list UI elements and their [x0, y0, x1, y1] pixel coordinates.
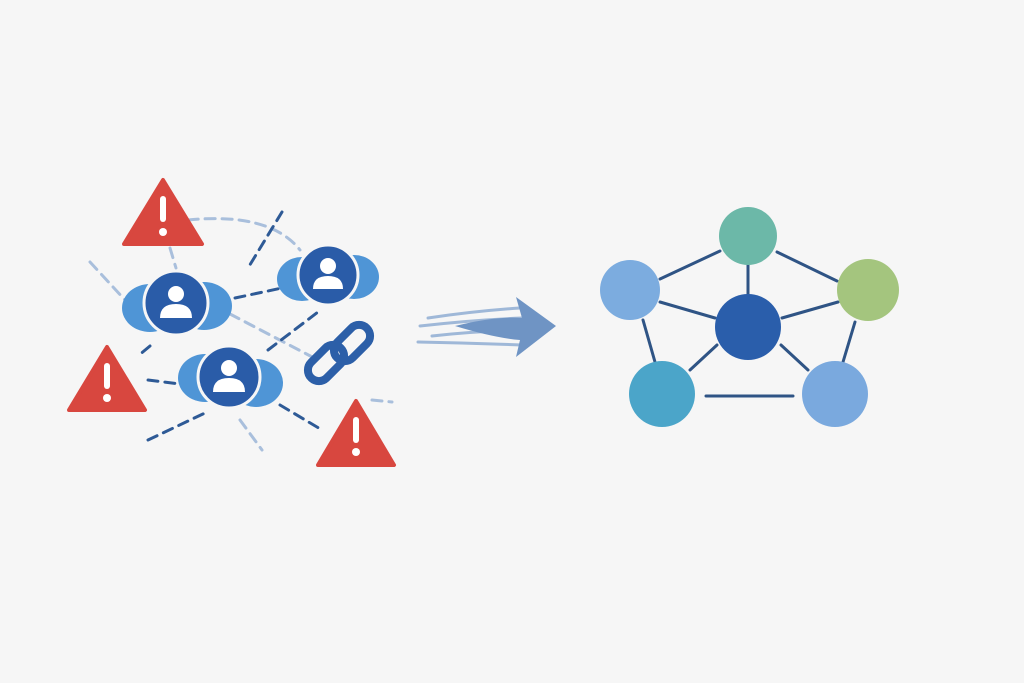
dashed-line [278, 403, 324, 432]
hub-node [715, 294, 781, 360]
dashed-line [136, 344, 152, 358]
node-green [837, 259, 899, 321]
organized-network [600, 207, 899, 427]
warning-icon [122, 178, 204, 246]
node-cyan [629, 361, 695, 427]
dashed-line [266, 310, 320, 352]
user-node [178, 344, 283, 410]
node-sky [802, 361, 868, 427]
dashed-lines [88, 210, 394, 452]
dashed-line [238, 418, 264, 452]
user-icon [160, 286, 192, 318]
user-icon [313, 258, 343, 289]
warning-icon [316, 399, 396, 467]
dashed-arc [186, 217, 302, 252]
dashed-line [233, 286, 284, 300]
warning-icon [67, 345, 147, 412]
dashed-line [146, 378, 182, 386]
dashed-line [228, 312, 320, 362]
dashed-line [146, 411, 207, 442]
user-node [277, 243, 379, 307]
dashed-line [370, 398, 394, 404]
right-arrow-icon [416, 297, 556, 357]
chaotic-cluster [67, 178, 396, 467]
dashed-line [88, 260, 127, 302]
network-edges [641, 249, 857, 398]
dashed-line [168, 246, 178, 270]
node-teal [719, 207, 777, 265]
user-node [122, 269, 232, 337]
chain-link-icon [303, 320, 375, 386]
dashed-line [246, 210, 284, 270]
user-icon [213, 360, 245, 392]
node-light-blue [600, 260, 660, 320]
